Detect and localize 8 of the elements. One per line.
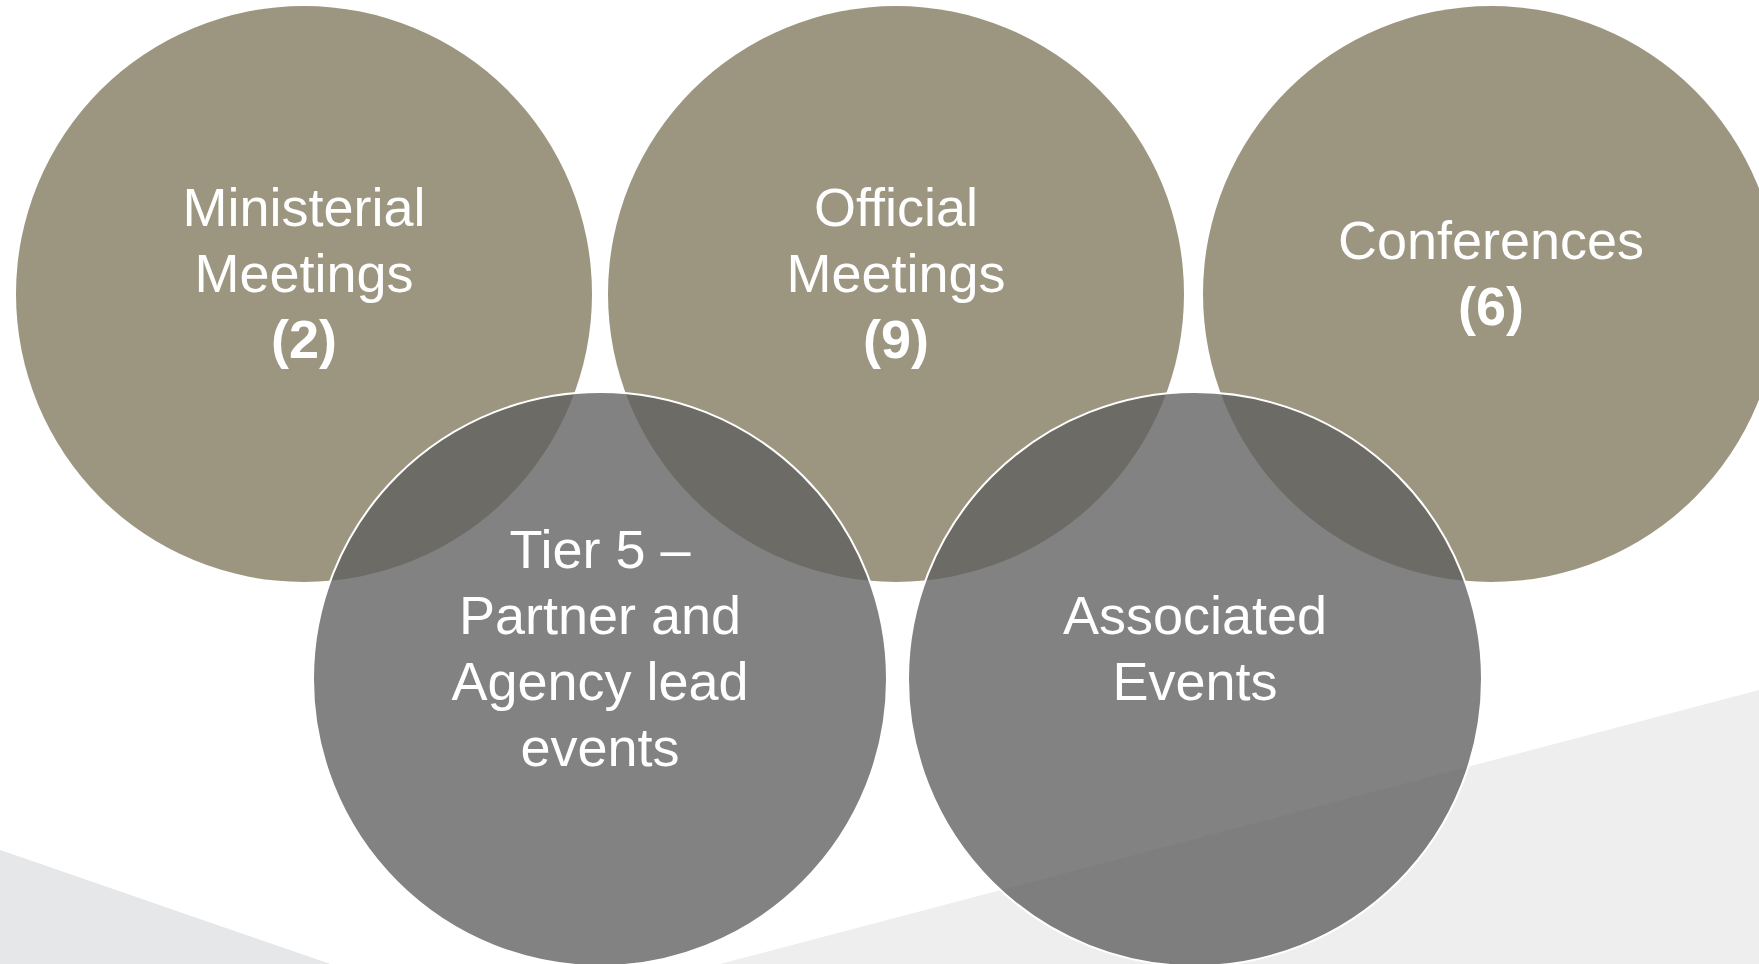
event-label: Conferences <box>1337 209 1645 273</box>
event-label: Ministerial Meetings <box>181 176 427 306</box>
count-label: (9) <box>863 307 929 371</box>
event-label: Official Meetings <box>785 176 1007 306</box>
event-label: Associated Events <box>1061 584 1329 713</box>
event-label: Tier 5 – Partner and Agency lead events <box>450 518 750 779</box>
count-label: (6) <box>1458 275 1524 338</box>
count-label: (2) <box>271 307 337 371</box>
